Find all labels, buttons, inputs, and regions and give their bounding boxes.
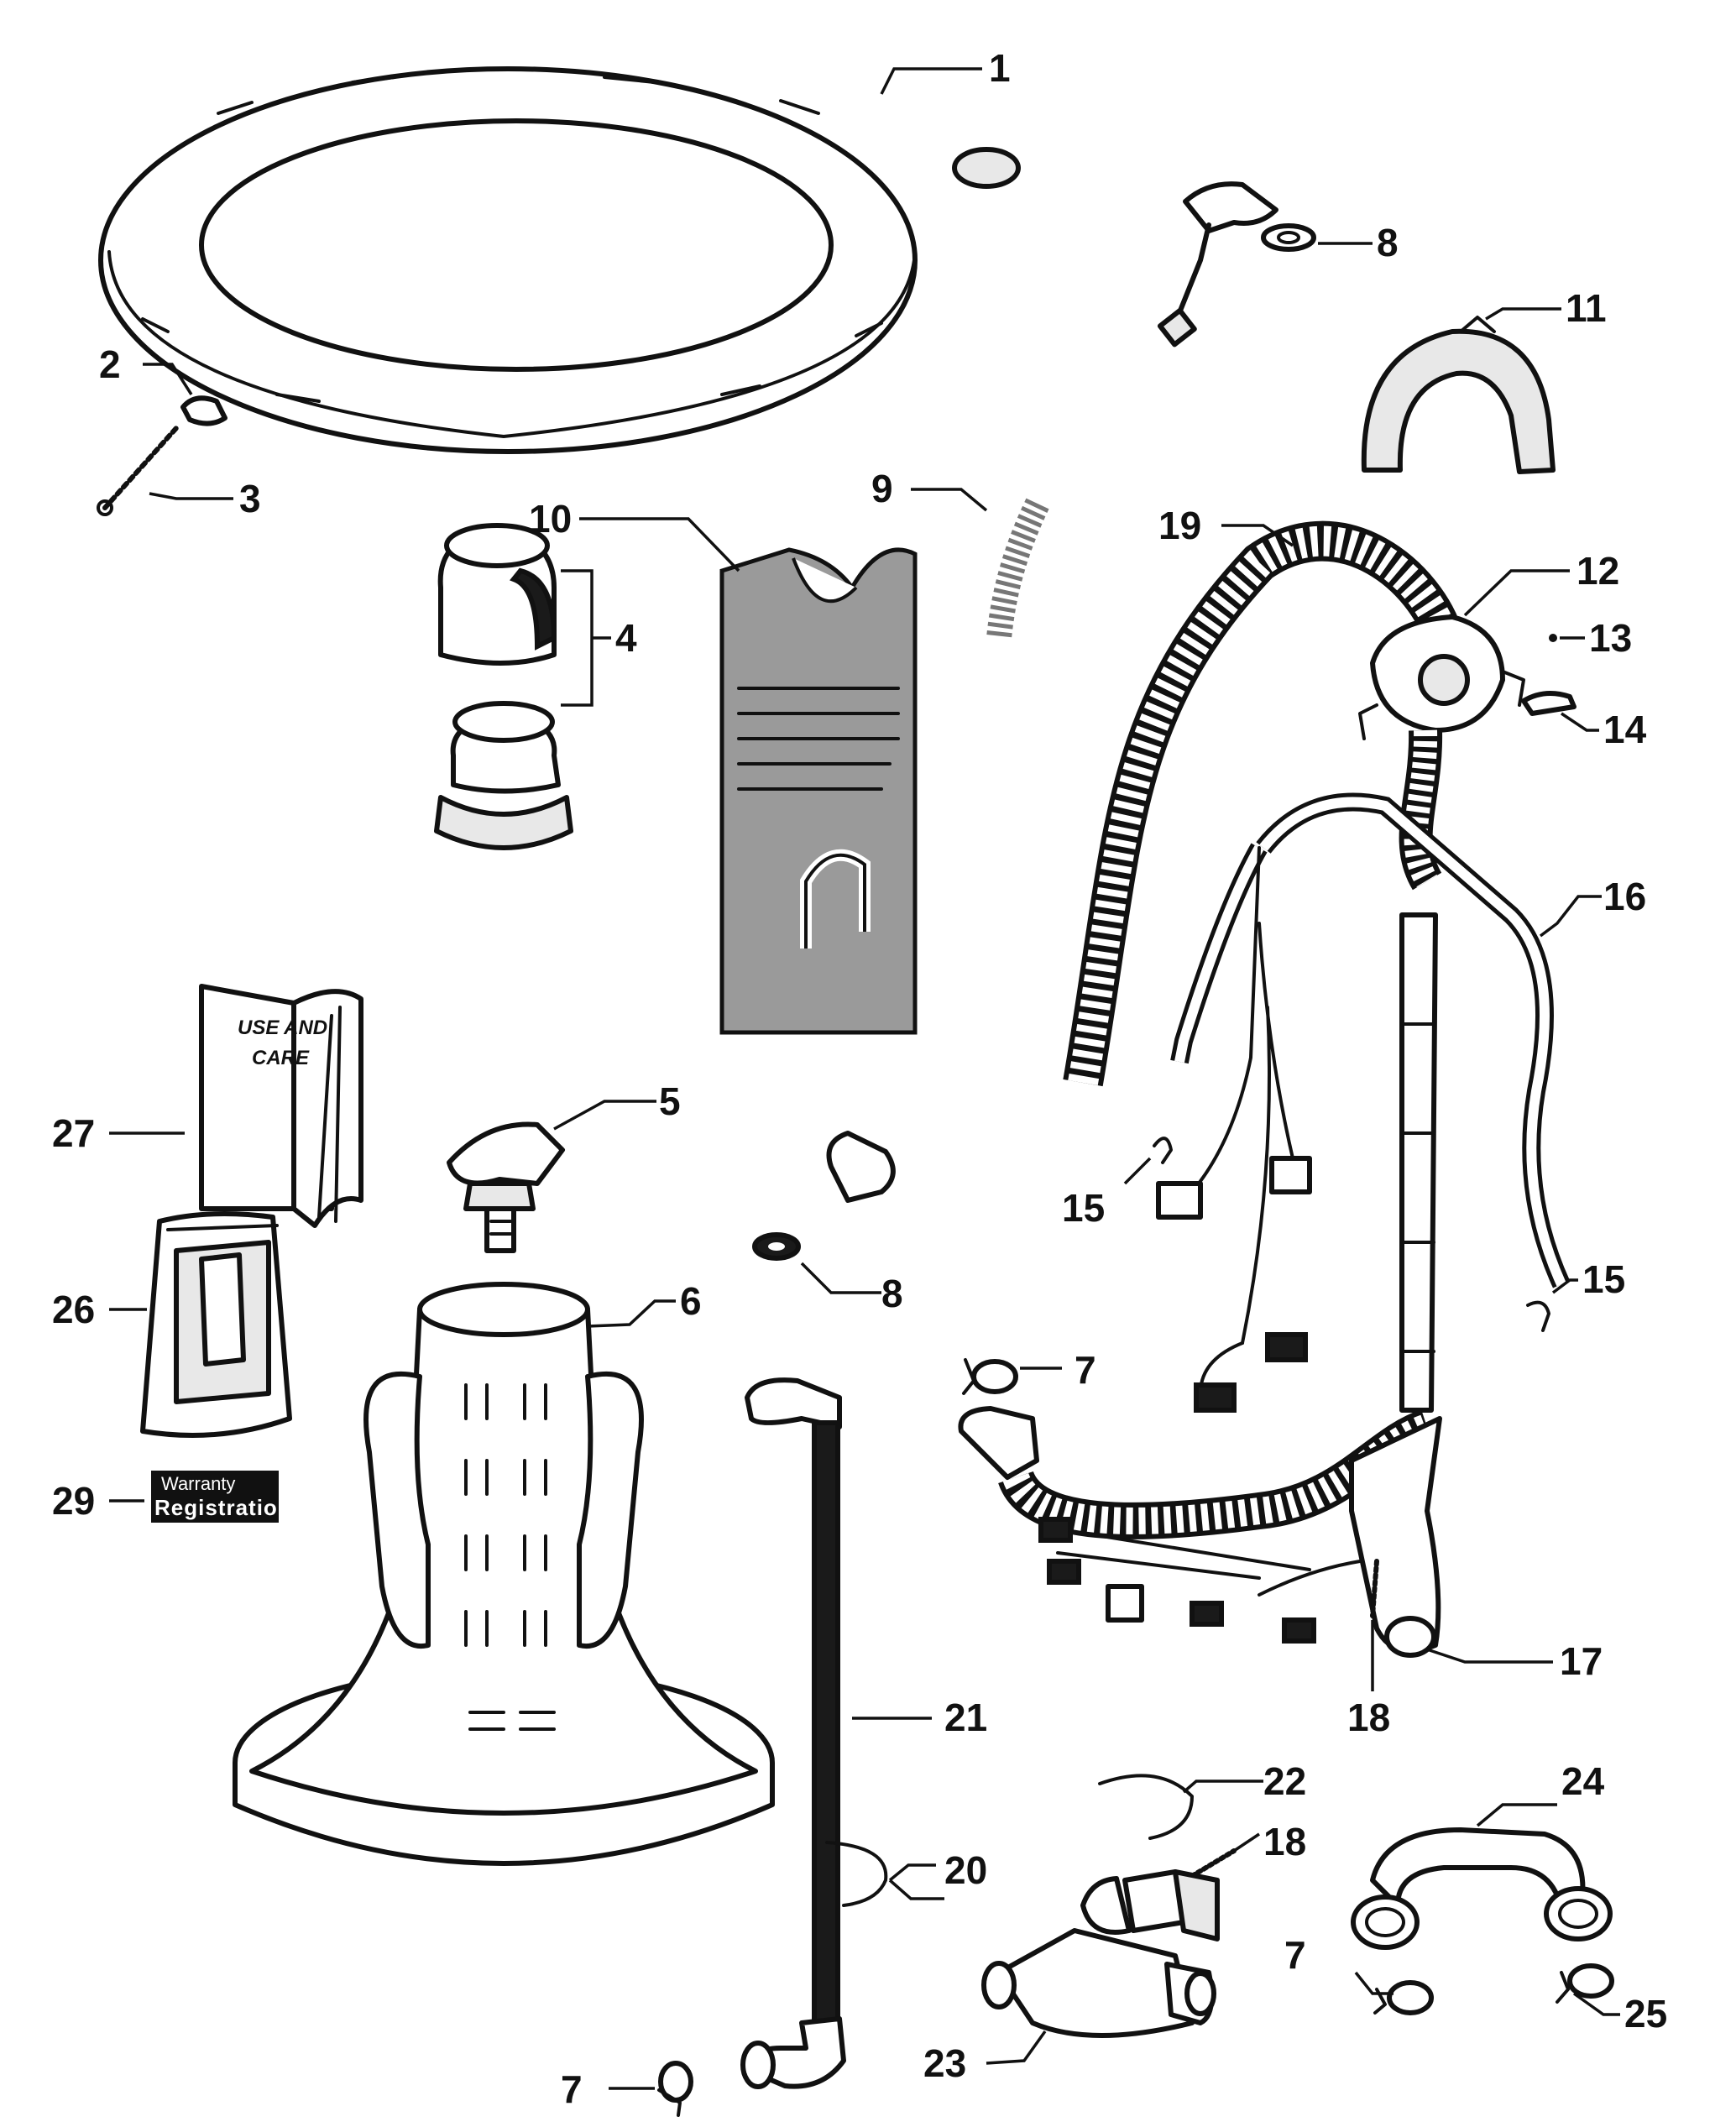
callout-19: 19 (1158, 504, 1201, 547)
part-1-tub-ring (98, 66, 1021, 454)
part-22-spring-clamp (1098, 1774, 1194, 1840)
part-9-inlet-hose (826, 181, 1278, 1203)
callout-18a: 18 (1347, 1696, 1390, 1739)
callout-9: 9 (871, 467, 893, 510)
part-7-clamp-bottom (657, 2061, 693, 2117)
part-26-parts-bag (140, 1211, 292, 1438)
callout-3: 3 (239, 477, 261, 520)
callout-24: 24 (1561, 1759, 1605, 1803)
callout-14: 14 (1603, 708, 1647, 751)
part-10-instruction-tag (719, 547, 918, 1035)
callout-26: 26 (52, 1288, 95, 1331)
callout-7b: 7 (1284, 1933, 1306, 1977)
callout-13: 13 (1589, 616, 1632, 660)
part-13-screw (1549, 634, 1557, 642)
part-23-water-valve (981, 1869, 1220, 2038)
manual-title-line1: USE AND (238, 1016, 327, 1039)
callout-1: 1 (989, 46, 1011, 90)
callout-15b: 15 (1582, 1257, 1625, 1301)
part-7-clamp-middle (962, 1358, 1018, 1395)
part-27-use-and-care-manual: USE AND CARE (199, 984, 363, 1228)
callout-17: 17 (1560, 1639, 1603, 1683)
part-2-clip (180, 395, 227, 426)
part-6-agitator (233, 1282, 775, 1866)
callout-8b: 8 (881, 1272, 903, 1315)
card-line1: Warranty (161, 1473, 235, 1494)
callout-18b: 18 (1263, 1820, 1306, 1863)
callout-22: 22 (1263, 1759, 1306, 1803)
callout-15a: 15 (1062, 1186, 1105, 1230)
part-3-spring (97, 426, 179, 516)
part-8-washer-bottom (752, 1232, 801, 1261)
part-16-wire-harness (1156, 729, 1571, 1413)
part-21-drain-tube (740, 1377, 846, 2089)
part-18-screw-upper (1370, 1559, 1379, 1618)
callout-11: 11 (1566, 286, 1607, 330)
part-29-registration-card: Warranty Registration (151, 1471, 292, 1523)
part-4-filter-assembly (434, 523, 573, 850)
part-12-pump (1358, 614, 1525, 740)
card-line2: Registration (154, 1495, 292, 1520)
part-25-clamp (1556, 1963, 1614, 2004)
part-7-clamp-right (1373, 1980, 1434, 2015)
part-17-drain-pump-hose (958, 1406, 1442, 1658)
callout-29: 29 (52, 1479, 95, 1523)
part-11-hose-guide (1361, 316, 1556, 474)
callout-21: 21 (944, 1696, 987, 1739)
agitator-slots (464, 1383, 556, 1731)
part-5-agitator-cap (447, 1121, 565, 1253)
part-19-pump-hose (1063, 520, 1464, 1087)
callout-7c: 7 (561, 2067, 583, 2111)
part-24-fill-hose (1351, 1827, 1613, 1950)
callout-16: 16 (1603, 875, 1646, 918)
manual-title-line2: CARE (252, 1047, 310, 1069)
callout-8a: 8 (1377, 221, 1399, 264)
callout-12: 12 (1577, 549, 1619, 593)
callout-4: 4 (615, 616, 637, 660)
callout-20: 20 (944, 1848, 987, 1892)
part-14-clip (1521, 691, 1577, 716)
callout-5: 5 (659, 1079, 681, 1123)
callout-25: 25 (1624, 1992, 1667, 2036)
part-18-screw-lower (1190, 1848, 1237, 1879)
part-15-tie-right (1526, 1300, 1550, 1332)
part-20-clamp (825, 1841, 888, 1907)
callout-23: 23 (923, 2041, 966, 2085)
callout-7a: 7 (1075, 1348, 1096, 1392)
callout-6: 6 (680, 1279, 702, 1323)
callout-27: 27 (52, 1111, 95, 1155)
part-8-washer-top (1261, 223, 1316, 252)
callout-2: 2 (99, 342, 121, 386)
part-15-tie-left (1153, 1137, 1173, 1164)
